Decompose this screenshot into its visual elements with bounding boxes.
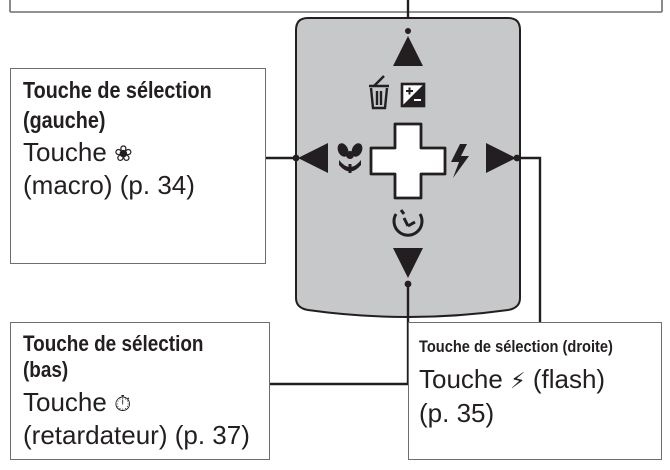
callout-right-body-line2: (p. 35) xyxy=(419,397,495,428)
callout-left-body-line1: Touche ❀ xyxy=(23,136,253,169)
right-arrow[interactable] xyxy=(486,143,516,173)
left-dot xyxy=(292,154,300,162)
flash-icon xyxy=(451,144,469,178)
flash-icon: ⚡ xyxy=(510,368,526,395)
self-timer-icon xyxy=(392,209,424,237)
exposure-compensation-icon xyxy=(400,82,426,108)
callout-right-body-suffix: (flash) xyxy=(532,364,606,395)
callout-left-title-line1: Touche de sélection xyxy=(23,77,212,103)
callout-left-selector: Touche de sélection (gauche) Touche ❀ (m… xyxy=(10,68,266,264)
callout-bottom-selector: Touche de sélection (bas) Touche ⏱ (reta… xyxy=(10,322,270,460)
down-arrow[interactable] xyxy=(393,248,423,278)
callout-bottom-body-prefix: Touche xyxy=(23,386,107,417)
callout-bottom-title: Touche de sélection (bas) xyxy=(23,331,204,383)
callout-bottom-body-suffix: (retardateur) (p. 37) xyxy=(23,420,250,451)
self-timer-icon: ⏱ xyxy=(114,390,132,417)
trash-icon xyxy=(369,75,389,110)
callout-left-body-prefix: Touche xyxy=(23,137,107,168)
callout-right-selector: Touche de sélection (droite) Touche ⚡ (f… xyxy=(408,322,662,460)
dpad-cross-icon xyxy=(369,122,447,200)
left-arrow[interactable] xyxy=(298,143,328,173)
right-dot xyxy=(513,154,521,162)
callout-right-title: Touche de sélection (droite) xyxy=(419,337,613,356)
up-arrow[interactable] xyxy=(393,36,423,66)
macro-flower-icon xyxy=(337,143,363,173)
up-dot xyxy=(405,28,411,34)
down-dot xyxy=(404,280,412,288)
connector-right xyxy=(516,156,542,322)
callout-bottom-body-line1: Touche ⏱ xyxy=(23,386,257,419)
callout-right-body-prefix: Touche xyxy=(419,364,503,395)
callout-left-body-suffix: (macro) (p. 34) xyxy=(23,170,195,201)
callout-right-body-line1: Touche ⚡ (flash) xyxy=(419,363,651,396)
macro-flower-icon: ❀ xyxy=(114,141,133,168)
callout-left-title-line2: (gauche) xyxy=(23,106,106,133)
